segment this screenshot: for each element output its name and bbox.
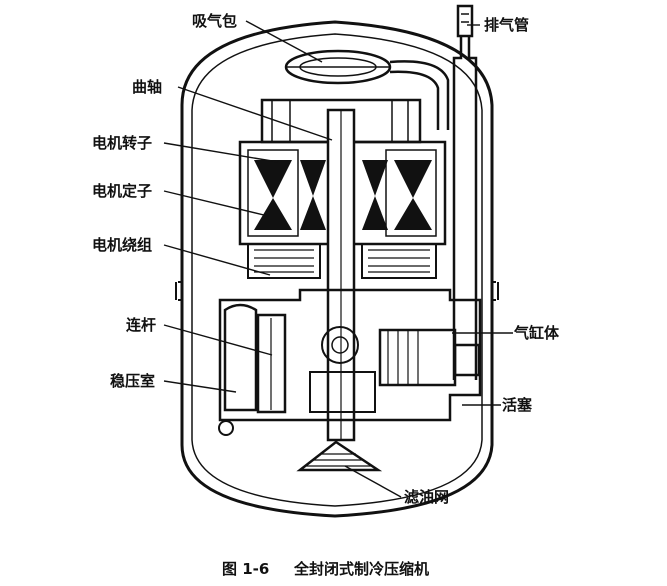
label-connecting-rod: 连杆: [126, 316, 157, 334]
crankshaft-shape: [326, 108, 356, 442]
surge-chamber-shape: [223, 303, 258, 412]
shell-outline: [180, 20, 494, 518]
motor-rotor-shape: [254, 160, 432, 230]
label-piston: 活塞: [502, 396, 533, 414]
figure-title: 全封闭式制冷压缩机: [294, 560, 430, 578]
oil-filter-shape: [296, 440, 383, 472]
label-crankshaft: 曲轴: [132, 78, 163, 96]
suction-bag-shape: [284, 49, 392, 85]
discharge-pipe-shape: [389, 4, 478, 380]
figure-number: 图 1-6: [222, 560, 270, 578]
piston-shape: [453, 343, 481, 377]
leader-lines: [163, 20, 513, 498]
shell-inner-outline: [191, 33, 483, 507]
label-surge-chamber: 稳压室: [110, 372, 156, 390]
label-motor-winding: 电机绕组: [92, 236, 153, 254]
label-cylinder-block: 气缸体: [514, 324, 560, 342]
label-suction-bag: 吸气包: [192, 12, 238, 30]
label-motor-stator: 电机定子: [92, 182, 153, 200]
lower-frame: [218, 288, 482, 422]
label-oil-filter: 滤油网: [404, 488, 450, 506]
label-motor-rotor: 电机转子: [92, 134, 153, 152]
label-discharge-pipe: 排气管: [484, 16, 530, 34]
motor-winding-shape: [247, 243, 437, 279]
